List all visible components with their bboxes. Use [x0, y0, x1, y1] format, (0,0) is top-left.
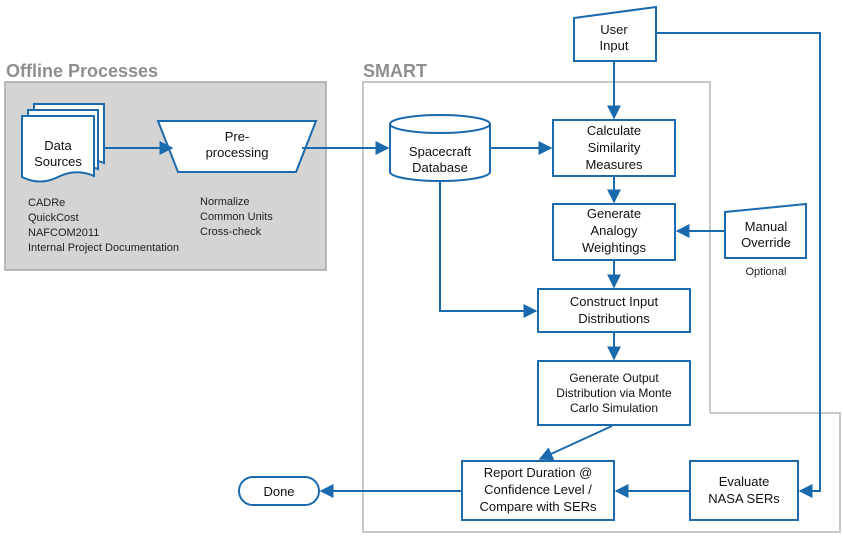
connectors — [104, 32, 821, 498]
manual-override-label-1: Manual — [745, 219, 788, 234]
done-label: Done — [263, 484, 294, 499]
gen-output-label-2: Distribution via Monte — [556, 386, 672, 400]
report-label-3: Compare with SERs — [479, 499, 597, 514]
source-internal-docs: Internal Project Documentation — [28, 242, 179, 254]
gen-weightings-label-1: Generate — [587, 206, 641, 221]
spacecraft-db-label-1: Spacecraft — [409, 144, 472, 159]
done-node: Done — [238, 476, 320, 506]
calc-similarity-label-2: Similarity — [588, 140, 641, 155]
arrow-output-to-report — [538, 425, 613, 461]
evaluate-sers-label-1: Evaluate — [719, 474, 770, 489]
gen-output-label-1: Generate Output — [569, 371, 659, 385]
spacecraft-db-label-2: Database — [412, 160, 468, 175]
gen-weightings-label-3: Weightings — [582, 240, 647, 255]
source-cadre: CADRe — [28, 197, 65, 209]
override-optional-note: Optional — [746, 266, 787, 278]
offline-title: Offline Processes — [6, 61, 158, 81]
preprocessing-node: Pre-processing — [156, 120, 318, 173]
report-label-2: Confidence Level / — [484, 482, 592, 497]
source-quickcost: QuickCost — [28, 212, 79, 224]
source-nafcom2011: NAFCOM2011 — [28, 227, 99, 239]
data-sources-label-2: Sources — [34, 154, 82, 169]
gen-output-label-3: Carlo Simulation — [570, 401, 658, 415]
gen-weightings-label-2: Analogy — [591, 223, 638, 238]
evaluate-sers-label-2: NASA SERs — [708, 491, 780, 506]
svg-text:Pre-processing: Pre-processing — [206, 129, 269, 160]
construct-inputs-label-2: Distributions — [578, 311, 650, 326]
preprocessing-label-2: processing — [206, 145, 269, 160]
smart-title: SMART — [363, 61, 427, 81]
calc-similarity-label-1: Calculate — [587, 123, 641, 138]
svg-text:Report Duration @Confidence Le: Report Duration @ Confidence Level / Compa… — [479, 465, 597, 514]
step-cross-check: Cross-check — [200, 226, 262, 238]
arrow-userinput-to-evaluate — [656, 32, 821, 498]
preprocessing-label-1: Pre- — [225, 129, 250, 144]
arrow-database-to-construct — [439, 181, 538, 318]
smart-region — [362, 81, 841, 533]
step-normalize: Normalize — [200, 196, 250, 208]
report-node: Report Duration @ Confidence Level / Compa… — [461, 460, 615, 521]
data-sources-label-1: Data — [44, 138, 72, 153]
manual-override-label-2: Override — [741, 235, 791, 250]
step-common-units: Common Units — [200, 211, 273, 223]
user-input-label-2: Input — [600, 38, 629, 53]
calc-similarity-label-3: Measures — [585, 157, 643, 172]
user-input-label-1: User — [600, 22, 628, 37]
report-label-1: Report Duration @ — [484, 465, 593, 480]
construct-inputs-label-1: Construct Input — [570, 294, 659, 309]
